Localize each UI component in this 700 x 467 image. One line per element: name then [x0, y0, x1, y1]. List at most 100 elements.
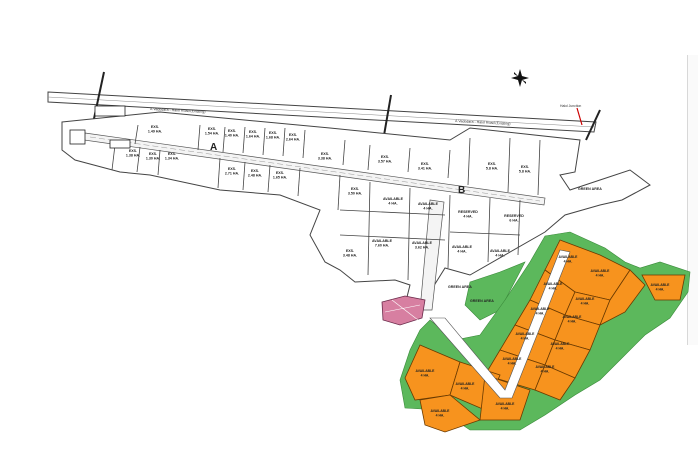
plot-label: 5.8 HA. [486, 167, 498, 171]
plot-label: 4 HA. [564, 259, 573, 263]
main-road [47, 91, 597, 133]
road-label-junction: Halol Junction [560, 104, 581, 108]
plot-label: EXS. [228, 167, 236, 171]
plot-label: 1.30 HA. [146, 157, 160, 161]
plot-label: EXS. [151, 125, 159, 129]
plot-label: AVAILABLE [416, 369, 436, 373]
plot-label: 1.54 HA. [205, 132, 219, 136]
plot-label: 4 HA. [501, 406, 510, 410]
plot-label: 1.49 HA. [148, 130, 162, 134]
plot-label: 4 HA. [423, 207, 432, 211]
plot-label: EXS. [129, 149, 137, 153]
plot-label: EXS. [269, 131, 277, 135]
internal-road [83, 132, 546, 311]
plot-label: 3.62 HA. [415, 246, 429, 250]
plot-label: EXS. [289, 133, 297, 137]
plot-label: 4 HA. [549, 286, 558, 290]
plot-label: AVAILABLE [431, 409, 451, 413]
plot-label: AVAILABLE [591, 269, 611, 273]
plot-label: EXS. [488, 162, 496, 166]
plot-label: AVAILABLE [418, 202, 439, 206]
plot-label: 4 HA. [457, 250, 466, 254]
plot-label: AVAILABLE [651, 283, 671, 287]
plot-label: EXS. [276, 171, 284, 175]
plot-label: AVAILABLE [576, 297, 596, 301]
plot-label: 4 HA. [536, 311, 545, 315]
plot-label: AVAILABLE [551, 342, 571, 346]
plot-label: 4 HA. [656, 287, 665, 291]
plot-label: 5.8 HA. [519, 170, 531, 174]
plot-label: AVAILABLE [563, 315, 583, 319]
north-star-icon [511, 69, 529, 87]
plot-label: 1.38 HA. [126, 154, 140, 158]
plot-label: 4 HA. [461, 386, 470, 390]
plot-label: 1.64 HA. [246, 135, 260, 139]
plot-label: 6 HA. [509, 219, 518, 223]
plot-label: 4 HA. [581, 301, 590, 305]
zone-marker-b: B [458, 185, 465, 196]
road-label-right: A Vadodara - Halol Road (Existing) [455, 119, 511, 126]
plot-label: AVAILABLE [516, 332, 536, 336]
plot-label: 3.48 HA. [343, 254, 357, 258]
plot-label: AVAILABLE [452, 245, 473, 249]
zone-marker-a: A [210, 142, 217, 153]
plot-label: EXS. [421, 162, 429, 166]
plot-label: 3.38 HA. [318, 157, 332, 161]
plot-label: EXS. [168, 152, 176, 156]
plot-label: 4 HA. [508, 361, 517, 365]
plot-label: 4 HA. [388, 202, 397, 206]
plot-label: 2.64 HA. [286, 138, 300, 142]
plot-label: 4 HA. [541, 369, 550, 373]
plot-label: AVAILABLE [490, 249, 511, 253]
plot-label: 4 HA. [436, 413, 445, 417]
plot-label: 4 HA. [596, 273, 605, 277]
plot-label: AVAILABLE [383, 197, 404, 201]
plot-label: RESERVED [458, 210, 478, 214]
plot-label: 7.60 HA. [375, 244, 389, 248]
plot-label: EXS. [351, 187, 359, 191]
plot-label: 4 HA. [568, 319, 577, 323]
plot-label: EXS. [251, 169, 259, 173]
plot-label: 1.68 HA. [266, 136, 280, 140]
plot-label: 4 HA. [495, 254, 504, 258]
plot-label: AVAILABLE [544, 282, 564, 286]
plot-label: EXS. [228, 129, 236, 133]
white-plot-labels: EXS.1.49 HA.EXS.1.38 HA.EXS.1.30 HA.EXS.… [126, 125, 531, 258]
green-label: GREEN AREA [578, 187, 602, 191]
plot-label: 1.34 HA. [165, 157, 179, 161]
plot-label: 1.65 HA. [273, 176, 287, 180]
plot-label: AVAILABLE [503, 357, 523, 361]
plot-label: AVAILABLE [496, 402, 516, 406]
plot-label: 4 HA. [463, 215, 472, 219]
green-label: GREEN AREA [448, 285, 472, 289]
plot-label: EXS. [208, 127, 216, 131]
plot-label: EXS. [346, 249, 354, 253]
plot-label: AVAILABLE [372, 239, 393, 243]
plot-label: 4 HA. [556, 346, 565, 350]
plot-label: EXS. [521, 165, 529, 169]
site-boundary [61, 111, 651, 306]
right-edge-scrollbar [687, 55, 698, 345]
plot-label: AVAILABLE [531, 307, 551, 311]
road-label-left: A Vadodara - Halol Road (Existing) [150, 107, 206, 114]
plot-label: EXS. [321, 152, 329, 156]
plot-label: AVAILABLE [536, 365, 556, 369]
plot-label: 4 HA. [521, 336, 530, 340]
plot-label: EXS. [149, 152, 157, 156]
plot-label: 3.50 HA. [348, 192, 362, 196]
entrance-buildings [69, 105, 131, 149]
plot-label: AVAILABLE [412, 241, 433, 245]
plot-label: 3.57 HA. [378, 160, 392, 164]
plot-label: 2.71 HA. [225, 172, 239, 176]
amenity-zone [381, 295, 426, 326]
green-label: GREEN AREA [470, 299, 494, 303]
plot-label: 2.48 HA. [248, 174, 262, 178]
plot-divisions [111, 124, 541, 281]
plot-label: EXS. [249, 130, 257, 134]
plot-label: RESERVED [504, 214, 524, 218]
plot-label: 3.41 HA. [418, 167, 432, 171]
estate-access-road [429, 249, 571, 399]
plot-label: 1.40 HA. [225, 134, 239, 138]
